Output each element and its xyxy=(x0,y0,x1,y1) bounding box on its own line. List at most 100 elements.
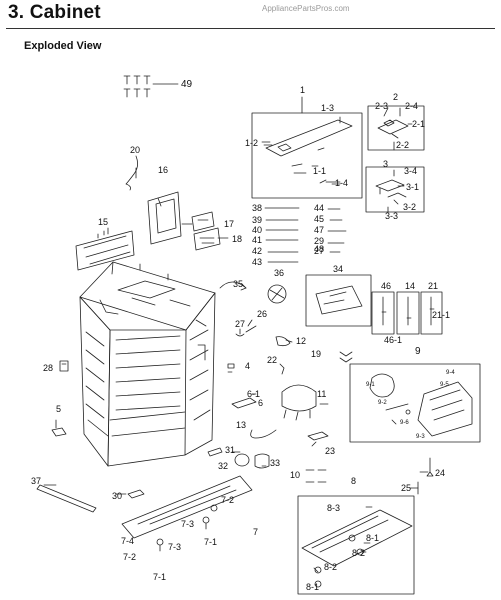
part-10 xyxy=(305,469,327,483)
part-32 xyxy=(234,453,250,467)
part-30 xyxy=(127,489,145,499)
part-27 xyxy=(235,328,245,337)
label-41: 41 xyxy=(252,235,262,245)
brackets-46-14-21 xyxy=(371,291,443,335)
part-28 xyxy=(59,360,69,372)
label-48: 48 xyxy=(314,244,324,254)
label-6-1: 6-1 xyxy=(247,389,260,399)
compressor-11 xyxy=(281,384,329,421)
label-8-2-a: 8-2 xyxy=(352,548,365,558)
rail-37 xyxy=(36,484,97,513)
label-24: 24 xyxy=(435,468,445,478)
tube-13 xyxy=(250,429,277,439)
panel-15 xyxy=(75,230,135,271)
label-8-1-a: 8-1 xyxy=(366,533,379,543)
label-9-4: 9-4 xyxy=(446,370,455,376)
label-7-3-a: 7-3 xyxy=(181,519,194,529)
label-21-1: 21-1 xyxy=(432,310,450,320)
label-27-b: 27 xyxy=(314,246,324,256)
label-42: 42 xyxy=(252,246,262,256)
label-46: 46 xyxy=(381,281,391,291)
label-16: 16 xyxy=(158,165,168,175)
watermark: AppliancePartsPros.com xyxy=(262,4,350,13)
label-2-4: 2-4 xyxy=(405,101,418,111)
label-1: 1 xyxy=(300,85,305,95)
part-19 xyxy=(339,351,353,363)
label-9-2: 9-2 xyxy=(378,400,387,406)
label-8-1-b: 8-1 xyxy=(306,582,319,592)
label-2-1: 2-1 xyxy=(412,119,425,129)
part-6 xyxy=(231,397,257,409)
label-1-1: 1-1 xyxy=(313,166,326,176)
label-49: 49 xyxy=(181,79,193,90)
label-27: 27 xyxy=(235,319,245,329)
label-33: 33 xyxy=(270,458,280,468)
part-4 xyxy=(227,363,235,369)
part-33 xyxy=(254,453,270,469)
label-7-3-b: 7-3 xyxy=(168,542,181,552)
label-12: 12 xyxy=(296,336,306,346)
label-4: 4 xyxy=(245,361,250,371)
part-24 xyxy=(426,457,434,477)
screw-set-49 xyxy=(123,75,179,98)
label-28: 28 xyxy=(43,363,53,373)
label-7: 7 xyxy=(253,527,258,537)
label-3-2: 3-2 xyxy=(403,202,416,212)
top-hinge-assembly-1 xyxy=(251,96,363,199)
label-3: 3 xyxy=(383,159,388,169)
label-9-5: 9-5 xyxy=(440,382,449,388)
control-boards-17-18 xyxy=(191,211,221,251)
part-5 xyxy=(51,419,67,437)
panel-16 xyxy=(147,191,182,245)
part-26 xyxy=(245,319,257,333)
label-2: 2 xyxy=(393,92,398,102)
label-21: 21 xyxy=(428,281,438,291)
label-5: 5 xyxy=(56,404,61,414)
drawer-rail-assembly-7 xyxy=(121,475,253,552)
label-9-1: 9-1 xyxy=(366,382,375,388)
label-31: 31 xyxy=(225,445,235,455)
label-18: 18 xyxy=(232,234,242,244)
label-3-1: 3-1 xyxy=(406,182,419,192)
label-13: 13 xyxy=(236,420,246,430)
label-2-3: 2-3 xyxy=(375,101,388,111)
hinge-assembly-3 xyxy=(365,166,425,213)
bottom-cover-assembly-8 xyxy=(297,495,415,595)
label-8-3: 8-3 xyxy=(327,503,340,513)
label-46-1: 46-1 xyxy=(384,335,402,345)
label-10: 10 xyxy=(290,470,300,480)
page-title: 3. Cabinet xyxy=(8,2,101,23)
label-6: 6 xyxy=(258,398,263,408)
wire-harness-20 xyxy=(125,155,138,191)
label-22: 22 xyxy=(267,355,277,365)
label-20: 20 xyxy=(130,145,140,155)
label-2-2: 2-2 xyxy=(396,140,409,150)
label-8-2-b: 8-2 xyxy=(324,562,337,572)
label-40: 40 xyxy=(252,225,262,235)
label-44: 44 xyxy=(314,203,324,213)
label-7-2-b: 7-2 xyxy=(123,552,136,562)
label-30: 30 xyxy=(112,491,122,501)
part-22 xyxy=(279,363,285,375)
diagram-subtitle: Exploded View xyxy=(24,40,102,52)
screw-grid xyxy=(264,207,347,263)
label-14: 14 xyxy=(405,281,415,291)
label-7-1-a: 7-1 xyxy=(204,537,217,547)
label-15: 15 xyxy=(98,217,108,227)
label-25: 25 xyxy=(401,483,411,493)
label-1-2: 1-2 xyxy=(245,138,258,148)
label-7-2-a: 7-2 xyxy=(221,495,234,505)
part-12 xyxy=(275,336,291,347)
label-17: 17 xyxy=(224,219,234,229)
fan-36 xyxy=(267,284,287,304)
label-34: 34 xyxy=(333,264,343,274)
label-3-3: 3-3 xyxy=(385,211,398,221)
label-45: 45 xyxy=(314,214,324,224)
part-23 xyxy=(307,431,329,441)
label-43: 43 xyxy=(252,257,262,267)
label-11: 11 xyxy=(317,389,326,399)
label-47: 47 xyxy=(314,225,324,235)
part-31 xyxy=(207,447,223,457)
label-9-6: 9-6 xyxy=(400,420,409,426)
